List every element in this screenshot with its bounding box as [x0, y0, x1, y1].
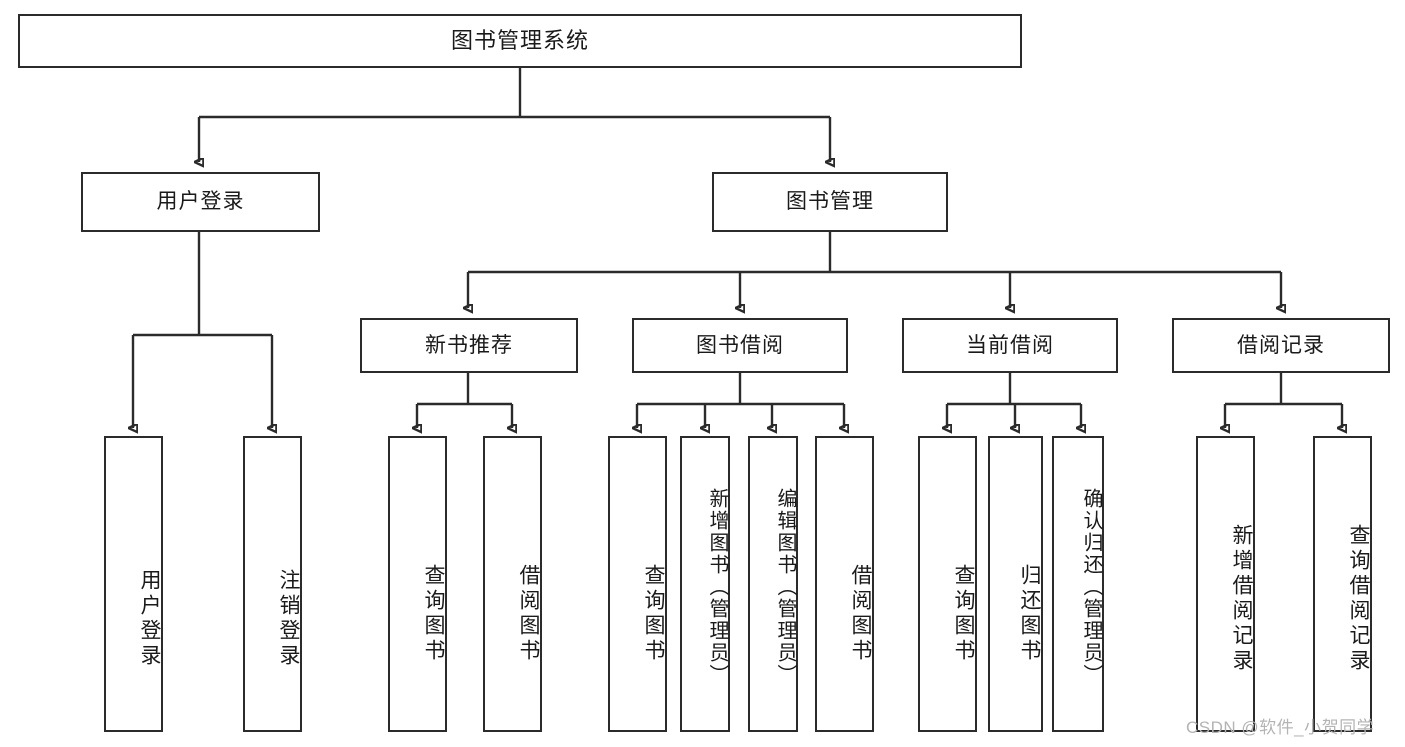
leaf-query-book-recommend[interactable]: 查询图书 [388, 436, 447, 732]
leaf-add-borrow-record[interactable]: 新增借阅记录 [1196, 436, 1255, 732]
node-new-book-recommend[interactable]: 新书推荐 [360, 318, 578, 373]
leaf-user-login[interactable]: 用户登录 [104, 436, 163, 732]
leaf-borrow-book-borrow[interactable]: 借阅图书 [815, 436, 874, 732]
node-user-login[interactable]: 用户登录 [81, 172, 320, 232]
leaf-edit-book-admin[interactable]: 编辑图书（管理员） [748, 436, 798, 732]
leaf-query-book-current[interactable]: 查询图书 [918, 436, 977, 732]
node-current-borrow[interactable]: 当前借阅 [902, 318, 1118, 373]
node-book-borrow[interactable]: 图书借阅 [632, 318, 848, 373]
leaf-return-book[interactable]: 归还图书 [988, 436, 1043, 732]
node-borrow-record[interactable]: 借阅记录 [1172, 318, 1390, 373]
leaf-logout[interactable]: 注销登录 [243, 436, 302, 732]
leaf-add-book-admin[interactable]: 新增图书（管理员） [680, 436, 730, 732]
leaf-query-borrow-record[interactable]: 查询借阅记录 [1313, 436, 1372, 732]
node-root-system[interactable]: 图书管理系统 [18, 14, 1022, 68]
node-book-manage[interactable]: 图书管理 [712, 172, 948, 232]
csdn-watermark: CSDN @软件_小贺同学 [1186, 718, 1375, 737]
leaf-confirm-return-admin[interactable]: 确认归还（管理员） [1052, 436, 1104, 732]
leaf-borrow-book-recommend[interactable]: 借阅图书 [483, 436, 542, 732]
leaf-query-book-borrow[interactable]: 查询图书 [608, 436, 667, 732]
